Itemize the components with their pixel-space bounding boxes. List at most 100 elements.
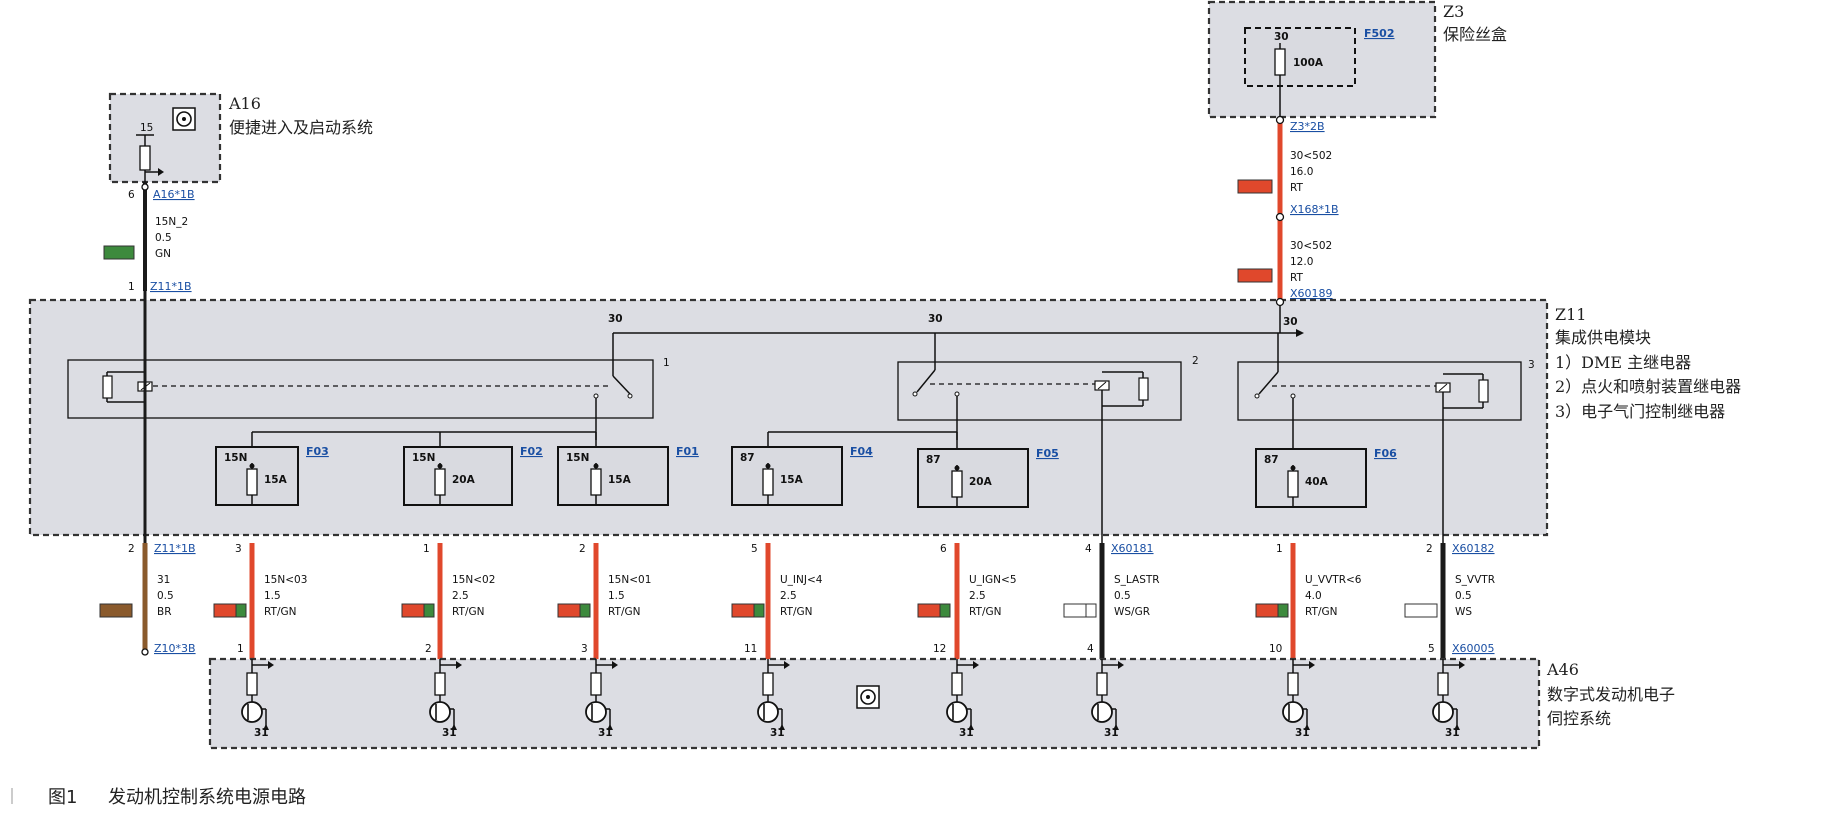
wire-size: 2.5 <box>969 590 986 602</box>
a16-wire-color-swatch <box>103 245 135 260</box>
fuse-pin: 15N <box>412 452 435 464</box>
wire-size: 4.0 <box>1305 590 1322 602</box>
fuse-rating: 40A <box>1305 476 1329 488</box>
ground-label: 31 <box>770 727 785 739</box>
wire-color-swatch <box>1404 603 1438 618</box>
z11-module: Z11 集成供电模块 1）DME 主继电器 2）点火和喷射装置继电器 3）电子气… <box>28 297 1741 545</box>
a16-name: 便捷进入及启动系统 <box>229 118 373 137</box>
fuse-rating: 15A <box>608 474 632 486</box>
a16-id: A16 <box>228 94 261 113</box>
fuse-pin: 87 <box>1264 454 1279 466</box>
wire-conn-bottom: Z10*3B <box>154 642 196 655</box>
wire-color-swatch <box>1255 603 1289 618</box>
z11-bus-label-3: 30 <box>1283 316 1298 328</box>
z11-bus-label-1: 30 <box>608 313 623 325</box>
wire-color: RT/GN <box>452 606 484 618</box>
wire-size: 2.5 <box>780 590 797 602</box>
wire-color-swatch <box>401 603 435 618</box>
a16-wire-signal: 15N_2 <box>155 216 188 228</box>
wire-pin-bottom: 5 <box>1428 643 1435 655</box>
steering-wheel-icon <box>856 685 880 709</box>
wire-conn-top: X60182 <box>1452 542 1495 555</box>
wire-color: BR <box>157 606 172 618</box>
z3-wire2-conn-bottom: X60189 <box>1290 287 1333 300</box>
ground-label: 31 <box>1104 727 1119 739</box>
wire-pin-bottom: 2 <box>425 643 432 655</box>
a46-input-stage: 31 <box>429 659 462 739</box>
ground-label: 31 <box>254 727 269 739</box>
wire-color-swatch <box>917 603 951 618</box>
fuse-f01: 15N 15A F01 <box>557 445 699 506</box>
fuse-ref: F01 <box>676 445 699 458</box>
wire-pin-top: 2 <box>128 543 135 555</box>
a46-input-stage: 31 <box>757 659 790 739</box>
wire-signal: S_LASTR <box>1114 574 1160 586</box>
wire-color: RT/GN <box>264 606 296 618</box>
wire-color: RT/GN <box>1305 606 1337 618</box>
a16-module: 15 A16 便捷进入及启动系统 <box>108 92 373 190</box>
z11-relay1-desc: 1）DME 主继电器 <box>1555 353 1691 372</box>
relay-2-number: 2 <box>1192 355 1199 367</box>
fuse-ref: F04 <box>850 445 873 458</box>
wire-signal: U_VVTR<6 <box>1305 574 1362 586</box>
ground-label: 31 <box>1295 727 1310 739</box>
a46-input-stage: 31 <box>1282 659 1315 739</box>
fuse-pin: 15N <box>566 452 589 464</box>
a46-inputs-group: 31 31 31 31 31 31 31 31 <box>241 659 1465 739</box>
relay-1-number: 1 <box>663 357 670 369</box>
z3-wire2-size: 12.0 <box>1290 256 1313 268</box>
wire-conn-top: X60181 <box>1111 542 1154 555</box>
a16-wire-pin-top: 6 <box>128 189 135 201</box>
fuse-f04: 87 15A F04 <box>731 445 873 506</box>
relay-3: 3 <box>1237 333 1535 545</box>
ground-label: 31 <box>959 727 974 739</box>
z3-fuse-box: 30 100A F502 Z3 保险丝盒 <box>1207 0 1507 119</box>
wire-color-swatch <box>731 603 765 618</box>
wire-pin-top: 3 <box>235 543 242 555</box>
z3-wire1-signal: 30<502 <box>1290 150 1332 162</box>
a46-name-line1: 数字式发动机电子 <box>1547 685 1675 704</box>
a16-wire-conn-bottom: Z11*1B <box>150 280 192 293</box>
ground-label: 31 <box>598 727 613 739</box>
a16-wire-pin-bottom: 1 <box>128 281 135 293</box>
ground-label: 31 <box>442 727 457 739</box>
wire-color-swatch <box>213 603 247 618</box>
a46-module: A46 数字式发动机电子 伺控系统 <box>208 657 1675 750</box>
relay-3-number: 3 <box>1528 359 1535 371</box>
ground-label: 31 <box>1445 727 1460 739</box>
wire-color: RT/GN <box>780 606 812 618</box>
a46-id: A46 <box>1546 660 1579 679</box>
z3-wire2-conn: X168*1B <box>1290 203 1339 216</box>
wire-size: 0.5 <box>157 590 174 602</box>
fuse-rating: 15A <box>780 474 804 486</box>
z3-wire2-color-swatch <box>1237 268 1273 283</box>
wire-signal: 15N<02 <box>452 574 495 586</box>
z3-wire1-color-swatch <box>1237 179 1273 194</box>
z3-wire2-signal: 30<502 <box>1290 240 1332 252</box>
wire-size: 2.5 <box>452 590 469 602</box>
fuse-rating: 20A <box>969 476 993 488</box>
fuse-rating: 15A <box>264 474 288 486</box>
fuse-pin: 87 <box>740 452 755 464</box>
wire-size: 1.5 <box>264 590 281 602</box>
fuse-ref: F05 <box>1036 447 1059 460</box>
wire-pin-bottom: 4 <box>1087 643 1094 655</box>
z11-relay3-desc: 3）电子气门控制继电器 <box>1555 402 1725 421</box>
fuse-ref: F06 <box>1374 447 1397 460</box>
z3-id: Z3 <box>1443 2 1464 21</box>
wire-color: WS <box>1455 606 1472 618</box>
a16-wire-size: 0.5 <box>155 232 172 244</box>
wire-pin-top: 1 <box>423 543 430 555</box>
wire-signal: 31 <box>157 574 170 586</box>
wire-color: WS/GR <box>1114 606 1150 618</box>
a46-input-stage: 31 <box>946 659 979 739</box>
